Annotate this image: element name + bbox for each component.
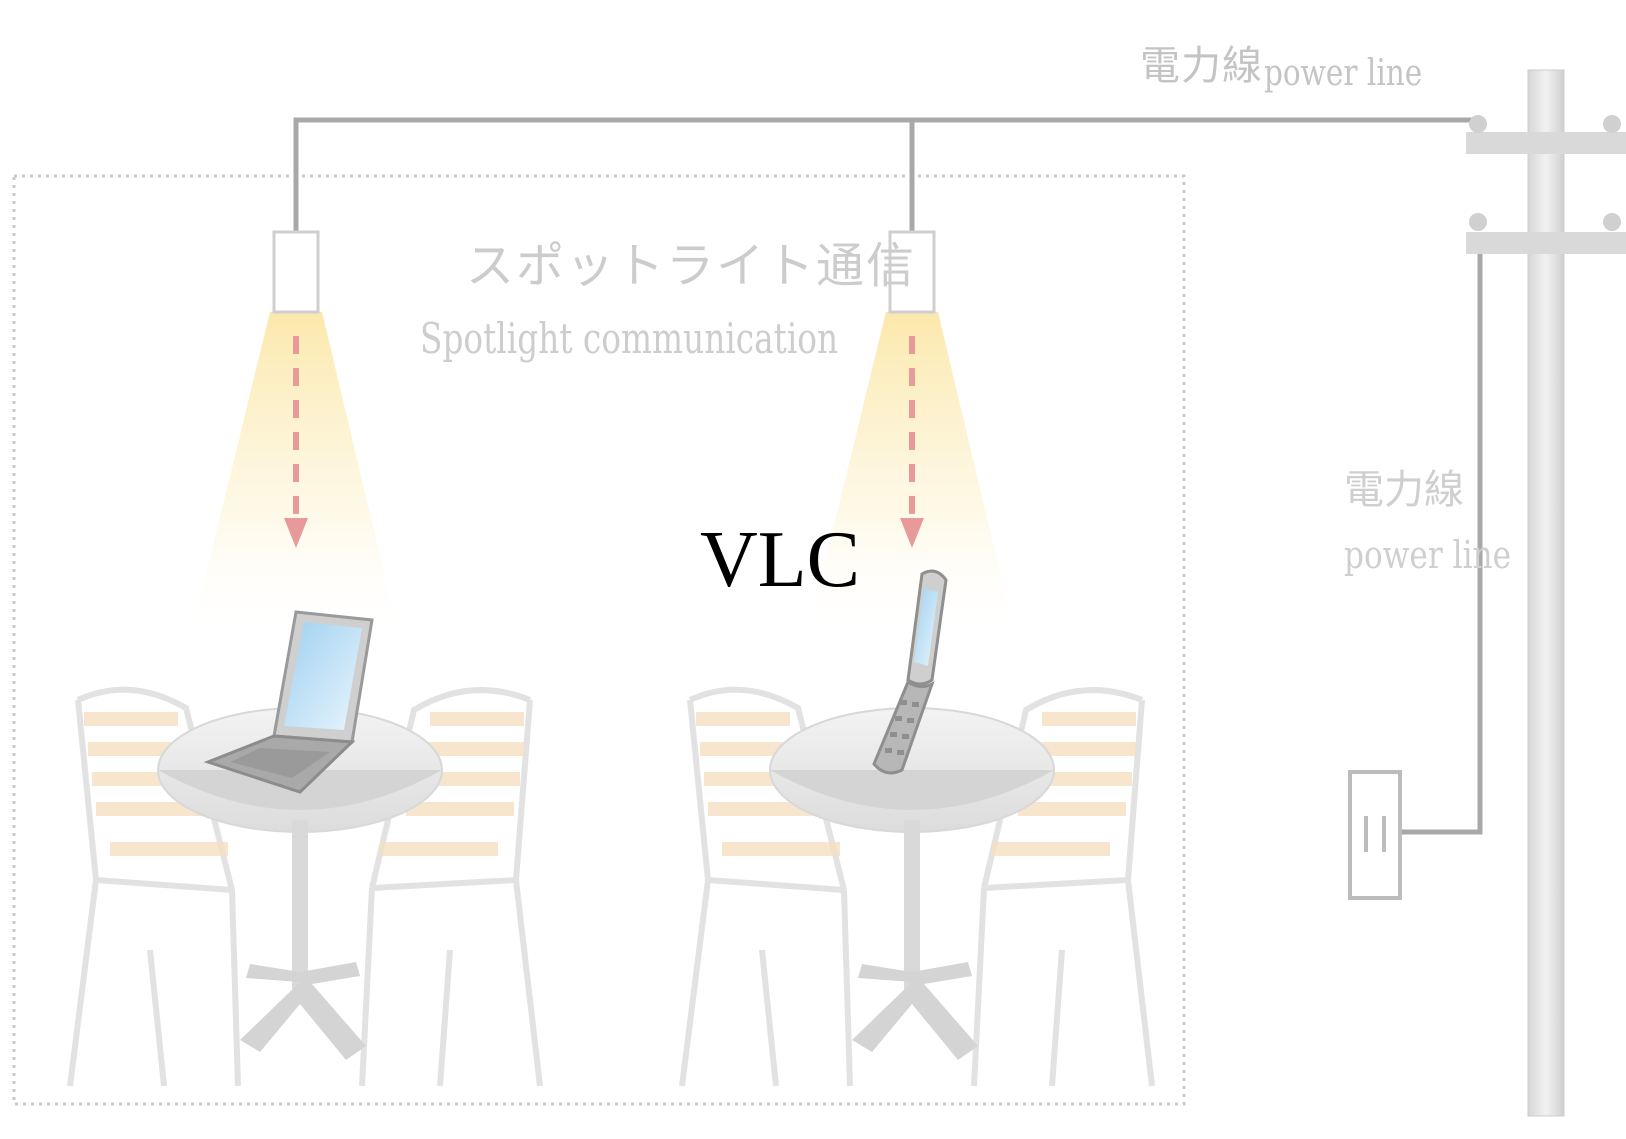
room-frame (12, 174, 1186, 1106)
spotlight-right-icon (806, 230, 1016, 640)
power-outlet-icon (1348, 770, 1402, 900)
power-wiring (293, 117, 1483, 835)
laptop-icon (203, 610, 374, 794)
spotlight-label-jp: スポットライト通信 (466, 238, 917, 294)
chair-icon (67, 686, 241, 1087)
spotlight-label-en: Spotlight communication (420, 314, 839, 363)
spotlight-left-icon (190, 230, 400, 640)
power-line-top-label-jp: 電力線 (1140, 43, 1263, 89)
power-line-right-label-en: power line (1344, 533, 1512, 577)
power-line-right-label-jp: 電力線 (1344, 467, 1464, 513)
utility-pole-icon (1466, 69, 1626, 1117)
mobile-phone-icon (872, 569, 948, 775)
vlc-label: VLC (700, 516, 860, 604)
table-icon (769, 707, 1055, 1060)
power-line-top-label-en: power line (1264, 53, 1423, 94)
